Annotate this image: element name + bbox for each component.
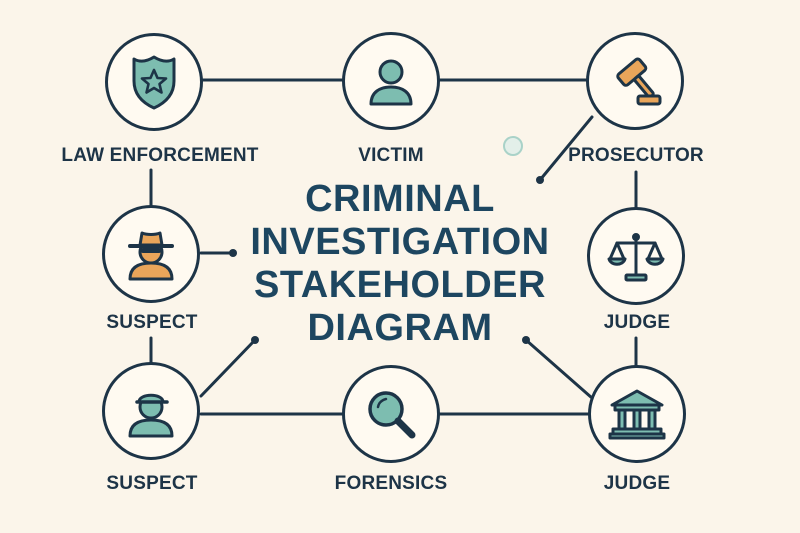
- diagram-title: CRIMINAL INVESTIGATION STAKEHOLDER DIAGR…: [235, 178, 565, 350]
- magnifying-glass-icon: [368, 391, 416, 439]
- node-judge-top: [587, 207, 685, 305]
- decorative-bubble: [503, 136, 523, 156]
- label-prosecutor: PROSECUTOR: [568, 145, 704, 166]
- label-judge-top: JUDGE: [603, 312, 671, 333]
- label-forensics: FORENSICS: [334, 473, 448, 494]
- title-line-1: CRIMINAL: [305, 178, 495, 220]
- connector-dot: [251, 336, 259, 344]
- connector-judge-center-diag: [524, 338, 594, 400]
- label-victim: VICTIM: [358, 145, 424, 166]
- title-line-3: STAKEHOLDER: [254, 264, 546, 306]
- node-judge-bottom: [588, 365, 686, 463]
- connector-prosecutor-center: [538, 115, 594, 182]
- title-line-4: DIAGRAM: [307, 307, 493, 349]
- title-line-2: INVESTIGATION: [250, 221, 550, 263]
- connector-dot: [522, 336, 530, 344]
- label-judge-bottom: JUDGE: [603, 473, 671, 494]
- node-victim: [342, 32, 440, 130]
- gavel-icon: [616, 57, 662, 106]
- node-suspect-bottom: [102, 362, 200, 460]
- connector-suspect-center-diag: [199, 338, 257, 398]
- node-suspect-top: [102, 205, 200, 303]
- connector-dot: [229, 249, 237, 257]
- scales-of-justice-icon: [607, 233, 665, 282]
- detective-hat-icon: [128, 231, 174, 281]
- person-icon: [369, 59, 413, 106]
- node-prosecutor: [586, 32, 684, 130]
- label-suspect-top: SUSPECT: [106, 312, 198, 333]
- label-suspect-bottom: SUSPECT: [106, 473, 198, 494]
- courthouse-icon: [608, 389, 666, 440]
- connector-dot: [536, 176, 544, 184]
- node-law-enforcement: [105, 33, 203, 131]
- person-cap-icon: [128, 393, 174, 438]
- node-forensics: [342, 365, 440, 463]
- label-law-enforcement: LAW ENFORCEMENT: [61, 145, 259, 166]
- police-badge-icon: [132, 55, 176, 110]
